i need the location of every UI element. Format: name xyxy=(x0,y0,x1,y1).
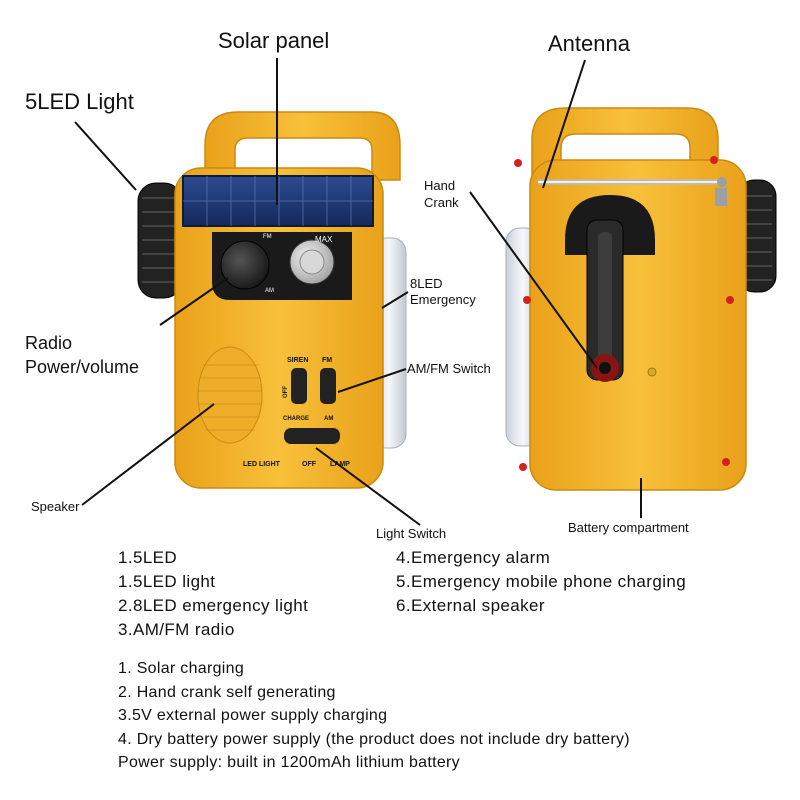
device-am-small: AM xyxy=(265,288,274,294)
power-note: 1. Solar charging xyxy=(118,660,245,677)
power-note: 2. Hand crank self generating xyxy=(118,683,336,701)
device-off: OFF xyxy=(283,386,289,398)
power-note: 4. Dry battery power supply (the product… xyxy=(118,730,630,748)
feature-item: 2.8LED emergency light xyxy=(118,596,309,615)
light-switch[interactable] xyxy=(284,428,340,444)
power-notes-list: 1. Solar charging 2. Hand crank self gen… xyxy=(118,657,630,775)
features-right-list: 4.Emergency alarm 5.Emergency mobile pho… xyxy=(396,546,686,618)
line-light-switch xyxy=(315,447,421,526)
label-hand-crank: Hand Crank xyxy=(424,178,459,210)
speaker-grill xyxy=(197,346,263,444)
feature-item: 1.5LED light xyxy=(118,572,216,591)
callout-lines xyxy=(74,58,642,526)
device-led-light: LED LIGHT xyxy=(243,461,281,468)
device-siren: SIREN xyxy=(287,357,308,364)
line-amfm xyxy=(337,368,407,393)
label-5led-light: 5LED Light xyxy=(25,89,134,114)
feature-item: 4.Emergency alarm xyxy=(396,548,551,567)
device-max: MAX xyxy=(315,235,333,244)
feature-item: 3.AM/FM radio xyxy=(118,620,235,639)
front-device: MAX FM AM SIREN FM OFF CHARGE AM LED LIG… xyxy=(137,111,407,489)
label-8led-emergency: 8LED Emergency xyxy=(410,276,476,307)
power-note: 3.5V external power supply charging xyxy=(118,707,388,724)
device-fm: FM xyxy=(322,357,332,364)
label-light-switch: Light Switch xyxy=(376,526,447,541)
fm-switch[interactable] xyxy=(320,368,336,404)
power-note: Power supply: built in 1200mAh lithium b… xyxy=(118,754,460,771)
back-device xyxy=(505,107,777,491)
device-lamp: LAMP xyxy=(330,461,350,468)
line-hand-crank xyxy=(469,191,598,369)
label-speaker: Speaker xyxy=(31,499,80,514)
device-switch-off: OFF xyxy=(302,461,317,468)
label-battery-compartment: Battery compartment xyxy=(568,520,689,535)
feature-item: 5.Emergency mobile phone charging xyxy=(396,572,687,591)
siren-switch[interactable] xyxy=(291,368,307,404)
label-antenna: Antenna xyxy=(548,31,630,56)
features-left-list: 1.5LED 1.5LED light 2.8LED emergency lig… xyxy=(118,546,308,642)
tuning-knob xyxy=(220,240,270,290)
device-charge: CHARGE xyxy=(283,416,309,422)
back-screws xyxy=(514,156,734,471)
line-radio xyxy=(159,277,229,326)
device-am: AM xyxy=(324,416,333,422)
line-antenna xyxy=(542,59,586,189)
line-5led xyxy=(74,121,137,191)
device-fm-small: FM xyxy=(263,234,272,240)
feature-item: 6.External speaker xyxy=(396,596,545,615)
line-8led xyxy=(381,291,409,309)
feature-item: 1.5LED xyxy=(118,548,178,567)
label-radio-power: Radio Power/volume xyxy=(25,333,140,377)
label-solar-panel: Solar panel xyxy=(218,28,330,53)
label-amfm-switch: AM/FM Switch xyxy=(407,361,491,376)
line-speaker xyxy=(81,403,215,506)
